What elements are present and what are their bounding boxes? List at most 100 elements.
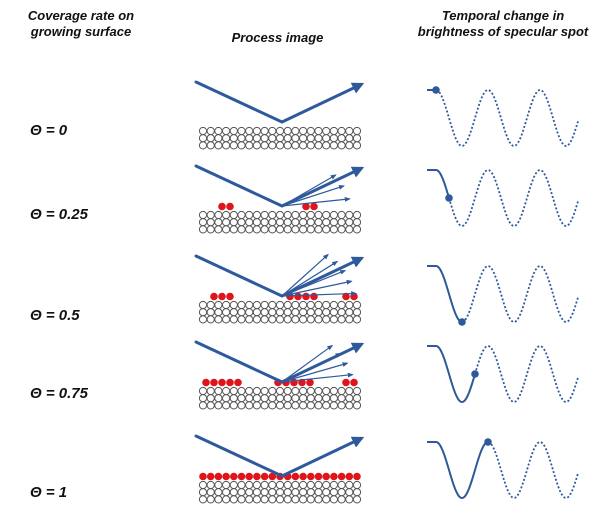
substrate-atom <box>322 210 331 220</box>
substrate-atom <box>214 308 223 317</box>
brightness-curve-4 <box>427 438 579 500</box>
substrate-atom <box>275 495 285 504</box>
substrate-atom <box>291 495 300 504</box>
substrate-atom <box>268 218 277 227</box>
substrate-atom <box>291 141 300 150</box>
theta-label-0: Θ = 0 <box>30 122 68 139</box>
substrate-atom <box>206 394 215 403</box>
substrate-atom <box>222 495 231 504</box>
substrate-atom <box>283 495 292 504</box>
substrate-atom <box>306 300 315 310</box>
substrate-atom <box>337 308 346 317</box>
substrate-atom <box>237 488 246 497</box>
substrate-atom <box>214 134 223 143</box>
adatom <box>342 378 350 387</box>
substrate-atom <box>352 401 362 410</box>
substrate-atom <box>260 126 269 136</box>
adatom <box>218 292 226 301</box>
substrate-atom <box>229 300 238 310</box>
substrate-atom <box>222 134 231 143</box>
substrate-atom <box>245 488 254 497</box>
substrate-atom <box>206 401 215 410</box>
theta-label-05: Θ = 0.5 <box>30 307 80 324</box>
predicted-curve <box>448 169 579 227</box>
substrate-atom <box>299 386 308 396</box>
adatom <box>226 378 234 387</box>
substrate-atom <box>337 210 346 220</box>
theta-label-025: Θ = 0.25 <box>30 206 88 223</box>
substrate-atom <box>198 300 208 310</box>
substrate-atom <box>268 401 277 410</box>
scattered-beam <box>281 344 334 383</box>
substrate-atom <box>345 308 354 317</box>
scattered-beam <box>281 185 345 207</box>
adatom <box>214 472 223 481</box>
adatom <box>253 472 261 481</box>
substrate-atom <box>329 315 338 324</box>
substrate-atom <box>214 225 223 234</box>
substrate-atom <box>337 126 346 136</box>
adatom-layer <box>202 378 358 387</box>
adatom <box>337 472 346 481</box>
substrate-atom <box>245 480 254 490</box>
substrate-atom <box>314 495 323 504</box>
brightness-curve-1 <box>427 169 579 227</box>
incident-beam <box>194 254 284 298</box>
adatom <box>218 378 226 387</box>
substrate-atom <box>245 300 254 310</box>
current-position-dot <box>471 370 479 378</box>
substrate-atom <box>268 210 277 220</box>
substrate-atom <box>268 308 277 317</box>
substrate-atom <box>329 141 338 150</box>
atom-lattice <box>198 300 362 324</box>
substrate-atom <box>260 300 269 310</box>
substrate-atom <box>237 401 246 410</box>
substrate-atom <box>222 300 231 310</box>
predicted-curve <box>461 265 579 323</box>
substrate-atom <box>206 488 215 497</box>
substrate-atom <box>268 300 277 310</box>
temporal-header-line-1: Temporal change in <box>441 8 565 23</box>
substrate-atom <box>260 480 269 490</box>
substrate-atom <box>322 480 331 490</box>
substrate-atom <box>322 495 331 504</box>
substrate-atom <box>198 141 208 150</box>
incident-beam <box>194 164 284 208</box>
substrate-atom <box>275 308 285 317</box>
adatom <box>306 378 314 387</box>
substrate-atom <box>198 495 208 504</box>
substrate-atom <box>245 218 254 227</box>
adatom <box>291 472 300 481</box>
substrate-atom <box>268 495 277 504</box>
substrate-atom <box>237 394 246 403</box>
substrate-atom <box>352 495 362 504</box>
predicted-curve <box>435 89 579 147</box>
substrate-atom <box>252 308 261 317</box>
substrate-atom <box>229 401 238 410</box>
brightness-curve-2 <box>427 265 579 326</box>
substrate-atom <box>245 141 254 150</box>
adatom <box>210 378 218 387</box>
substrate-atom <box>222 218 231 227</box>
substrate-atom <box>299 141 308 150</box>
substrate-atom <box>306 225 315 234</box>
substrate-atom <box>283 126 292 136</box>
substrate-atom <box>198 480 208 490</box>
process-panel-0 <box>194 80 365 150</box>
substrate-atom <box>237 218 246 227</box>
substrate-atom <box>206 386 215 396</box>
substrate-atom <box>314 126 323 136</box>
substrate-atom <box>345 210 354 220</box>
specular-beam <box>281 82 365 124</box>
scattered-beam <box>281 197 351 207</box>
substrate-atom <box>329 210 338 220</box>
substrate-atom <box>329 386 338 396</box>
substrate-atom <box>206 308 215 317</box>
substrate-atom <box>337 225 346 234</box>
theta-label-075: Θ = 0.75 <box>30 385 88 402</box>
substrate-atom <box>345 480 354 490</box>
substrate-atom <box>275 315 285 324</box>
substrate-atom <box>299 480 308 490</box>
substrate-atom <box>329 495 338 504</box>
temporal-change-header: Temporal change in brightness of specula… <box>392 8 614 40</box>
